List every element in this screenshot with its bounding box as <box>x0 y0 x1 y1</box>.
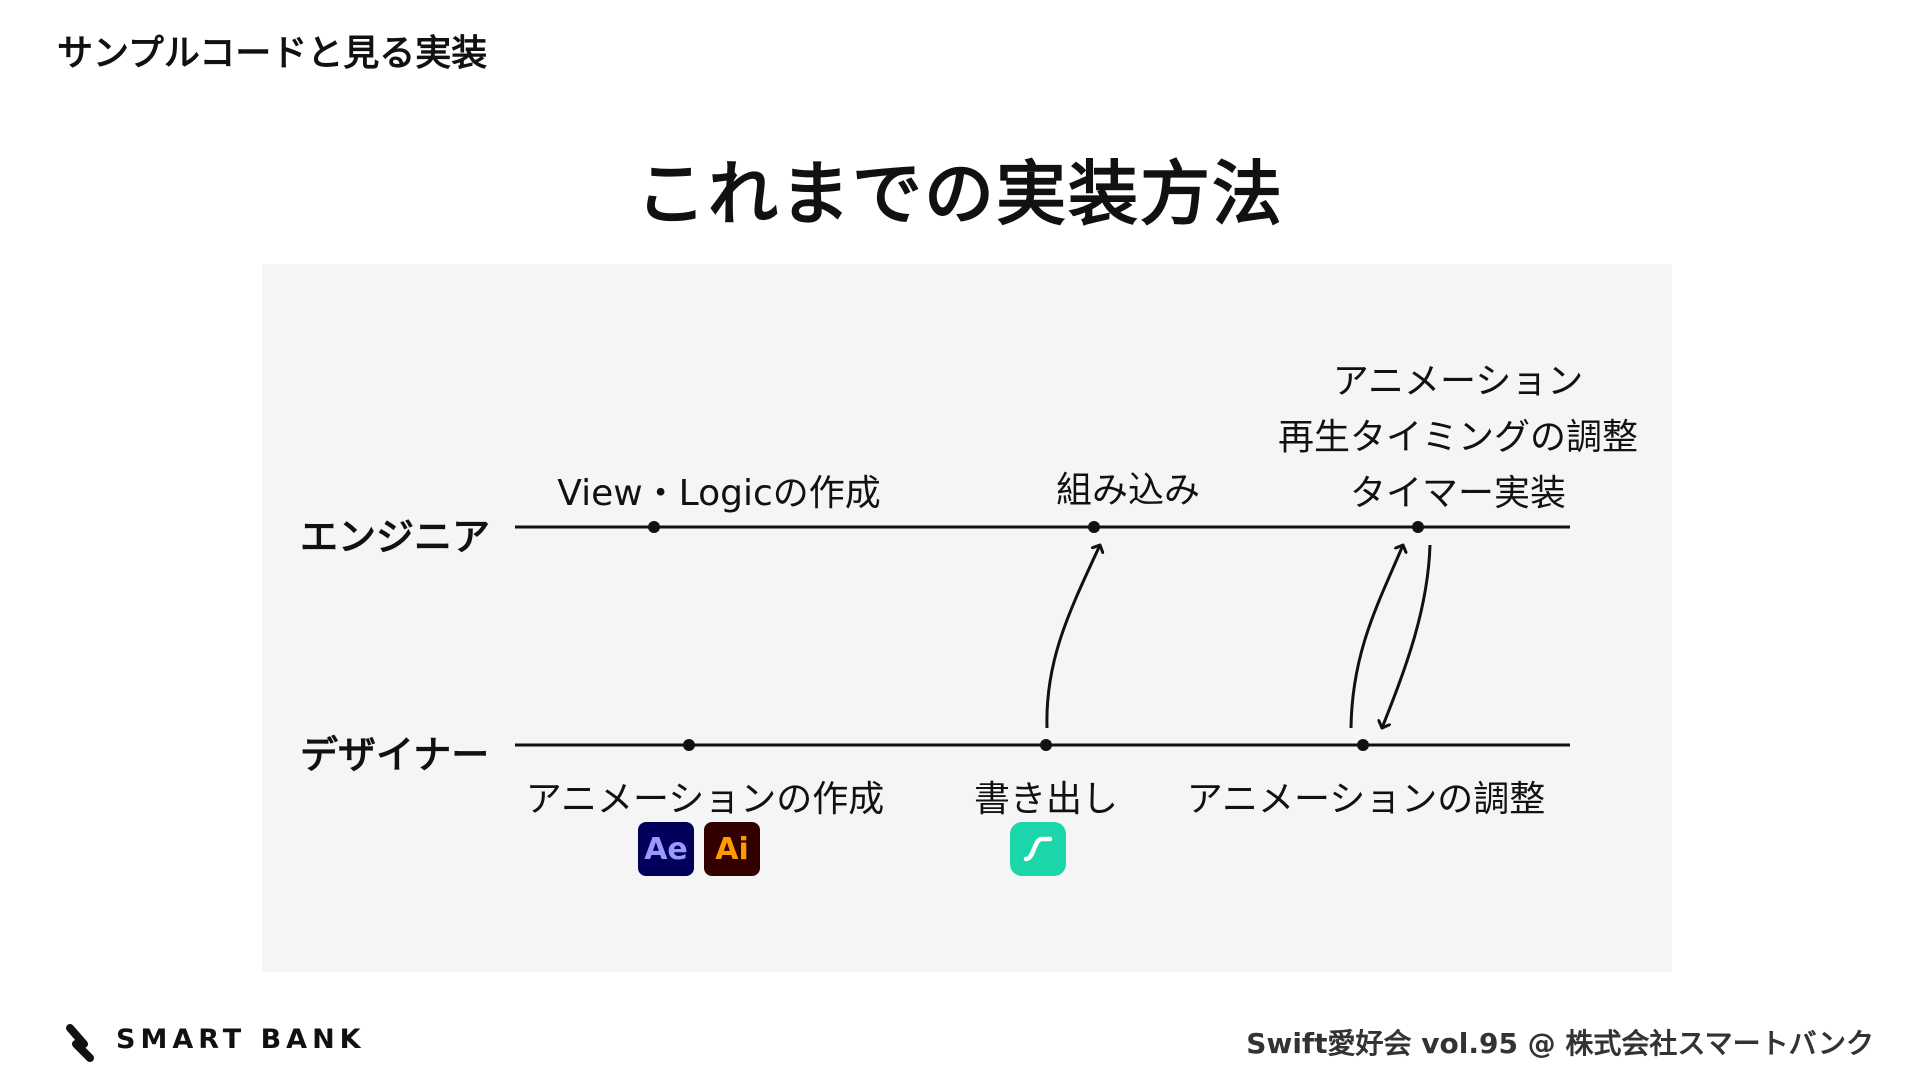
step-adjust-line2: 再生タイミングの調整 <box>1277 417 1639 458</box>
step-designer-export: 書き出し <box>973 779 1119 820</box>
step-view-logic: View・Logicの作成 <box>557 473 881 514</box>
engineer-point-adjust <box>1412 521 1424 533</box>
smartbank-logo-icon <box>66 1024 94 1062</box>
engineer-point-view-logic <box>648 521 660 533</box>
engineer-point-integrate <box>1088 521 1100 533</box>
step-adjust-line1: アニメーション <box>1332 361 1584 402</box>
step-designer-adjust: アニメーションの調整 <box>1186 779 1546 820</box>
designer-point-create <box>683 739 695 751</box>
brand-name: SMART BANK <box>116 1024 366 1055</box>
lottie-glyph <box>1023 836 1053 862</box>
step-integrate: 組み込み <box>1055 470 1201 511</box>
designer-point-adjust <box>1357 739 1369 751</box>
arrow-adjust-down <box>1382 544 1432 728</box>
arrow-adjust-up <box>1349 545 1403 729</box>
designer-point-export <box>1040 739 1052 751</box>
arrow-export-to-integrate <box>1045 545 1100 729</box>
after-effects-icon: Ae <box>638 822 694 876</box>
footer-credit: Swift愛好会 vol.95 @ 株式会社スマートバンク <box>1246 1027 1874 1060</box>
lane-label-designer: デザイナー <box>300 733 490 777</box>
lane-label-engineer: エンジニア <box>300 515 491 559</box>
step-adjust-line3: タイマー実装 <box>1349 473 1567 514</box>
slide-title: これまでの実装方法 <box>636 153 1284 235</box>
section-title: サンプルコードと見る実装 <box>57 33 488 74</box>
illustrator-icon: Ai <box>704 822 760 876</box>
lottie-icon <box>1010 822 1066 876</box>
diagram-panel <box>262 264 1672 972</box>
step-designer-create: アニメーションの作成 <box>525 779 885 820</box>
